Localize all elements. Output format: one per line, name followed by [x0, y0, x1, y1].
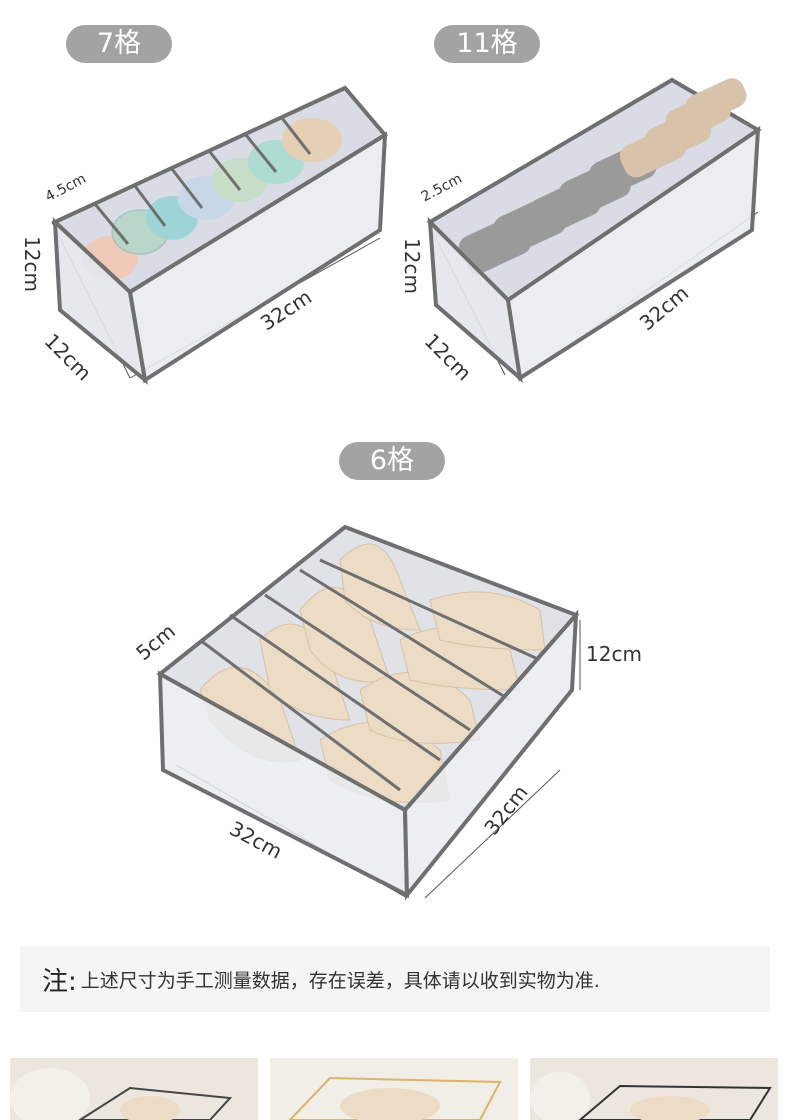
dim-7-height: 12cm	[19, 236, 44, 292]
organizer-11-image	[426, 77, 762, 384]
variant-label-6: 6格	[339, 442, 445, 480]
note-text: 上述尺寸为手工测量数据，存在误差，具体请以收到实物为准.	[80, 969, 600, 992]
dim-6-height: 12cm	[586, 642, 642, 666]
variant-label-11: 11格	[434, 25, 540, 63]
dim-11-height: 12cm	[399, 238, 424, 294]
organizer-6-image	[156, 524, 581, 901]
note-label: 注:	[42, 966, 77, 997]
organizer-7-image	[51, 85, 389, 385]
measurement-note: 注: 上述尺寸为手工测量数据，存在误差，具体请以收到实物为准.	[20, 946, 770, 1012]
thumbnail-3	[530, 1058, 778, 1120]
variant-label-7: 7格	[66, 25, 172, 63]
thumbnail-1	[10, 1058, 258, 1120]
thumbnail-2	[270, 1058, 518, 1120]
